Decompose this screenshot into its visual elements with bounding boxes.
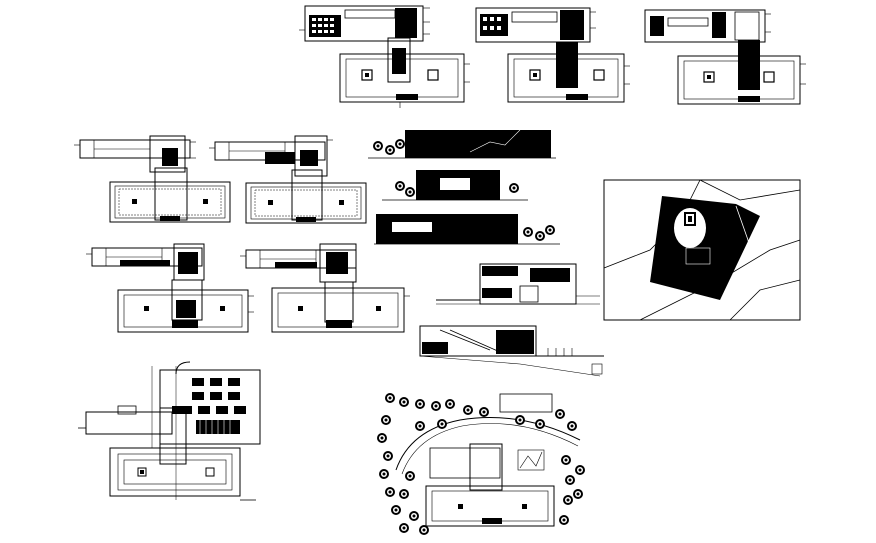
- elevation-3: [374, 214, 560, 245]
- plan-top-3: [644, 9, 806, 105]
- plan-mid-4: [240, 243, 410, 333]
- elevation-2: [382, 170, 528, 201]
- section-2: [419, 325, 604, 377]
- plan-mid-2: [209, 135, 367, 224]
- plan-top-2: [475, 7, 630, 103]
- landscape-plan: [377, 393, 585, 535]
- site-location: [603, 179, 801, 321]
- elevation-1: [368, 129, 556, 159]
- ground-plan: [78, 361, 261, 501]
- section-1: [436, 263, 600, 305]
- plan-mid-1: [74, 135, 231, 223]
- plan-mid-3: [86, 243, 254, 333]
- plan-top-1: [299, 5, 470, 108]
